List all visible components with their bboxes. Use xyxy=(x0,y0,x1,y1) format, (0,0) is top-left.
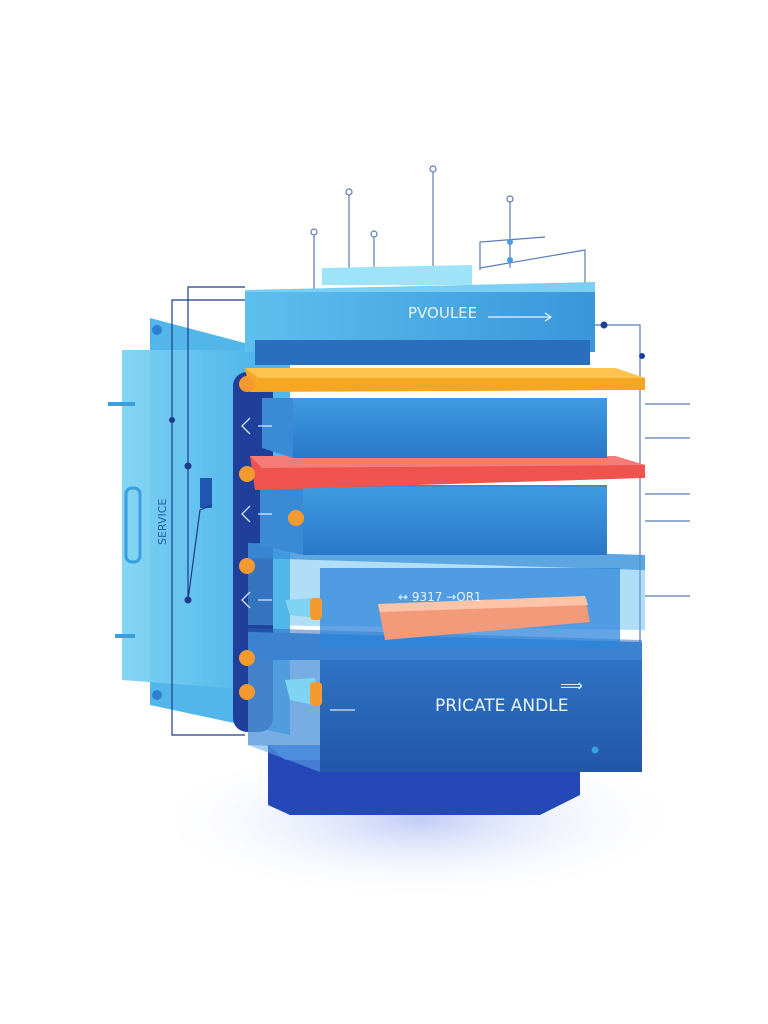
glass-layer-label: ↔ 9317 →OR1 xyxy=(398,590,482,604)
layer-box-3 xyxy=(260,485,607,555)
connector-orange xyxy=(239,650,255,666)
layer-box-2 xyxy=(262,398,607,458)
layer-top-box: PVOULEE xyxy=(245,265,595,365)
panel-handle xyxy=(124,486,142,564)
top-box-label: PVOULEE xyxy=(408,304,477,322)
top-wires xyxy=(310,165,586,295)
layer-glass: ↔ 9317 →OR1 xyxy=(248,543,645,648)
layer-orange-top xyxy=(245,368,645,378)
connector-orange xyxy=(288,510,304,526)
layer-red-top xyxy=(250,456,645,468)
connector-orange xyxy=(239,684,255,700)
connector-orange xyxy=(239,466,255,482)
connector-orange xyxy=(239,558,255,574)
side-panel-label: SERVICE xyxy=(156,499,169,545)
layer-bottom-box: PRICATE ANDLE ⟹ xyxy=(248,628,642,772)
connectors xyxy=(239,376,599,754)
bottom-box-arrow: ⟹ xyxy=(560,676,583,695)
left-wires xyxy=(169,286,245,736)
connector-orange xyxy=(239,376,255,392)
bottom-box-label: PRICATE ANDLE xyxy=(435,696,568,716)
